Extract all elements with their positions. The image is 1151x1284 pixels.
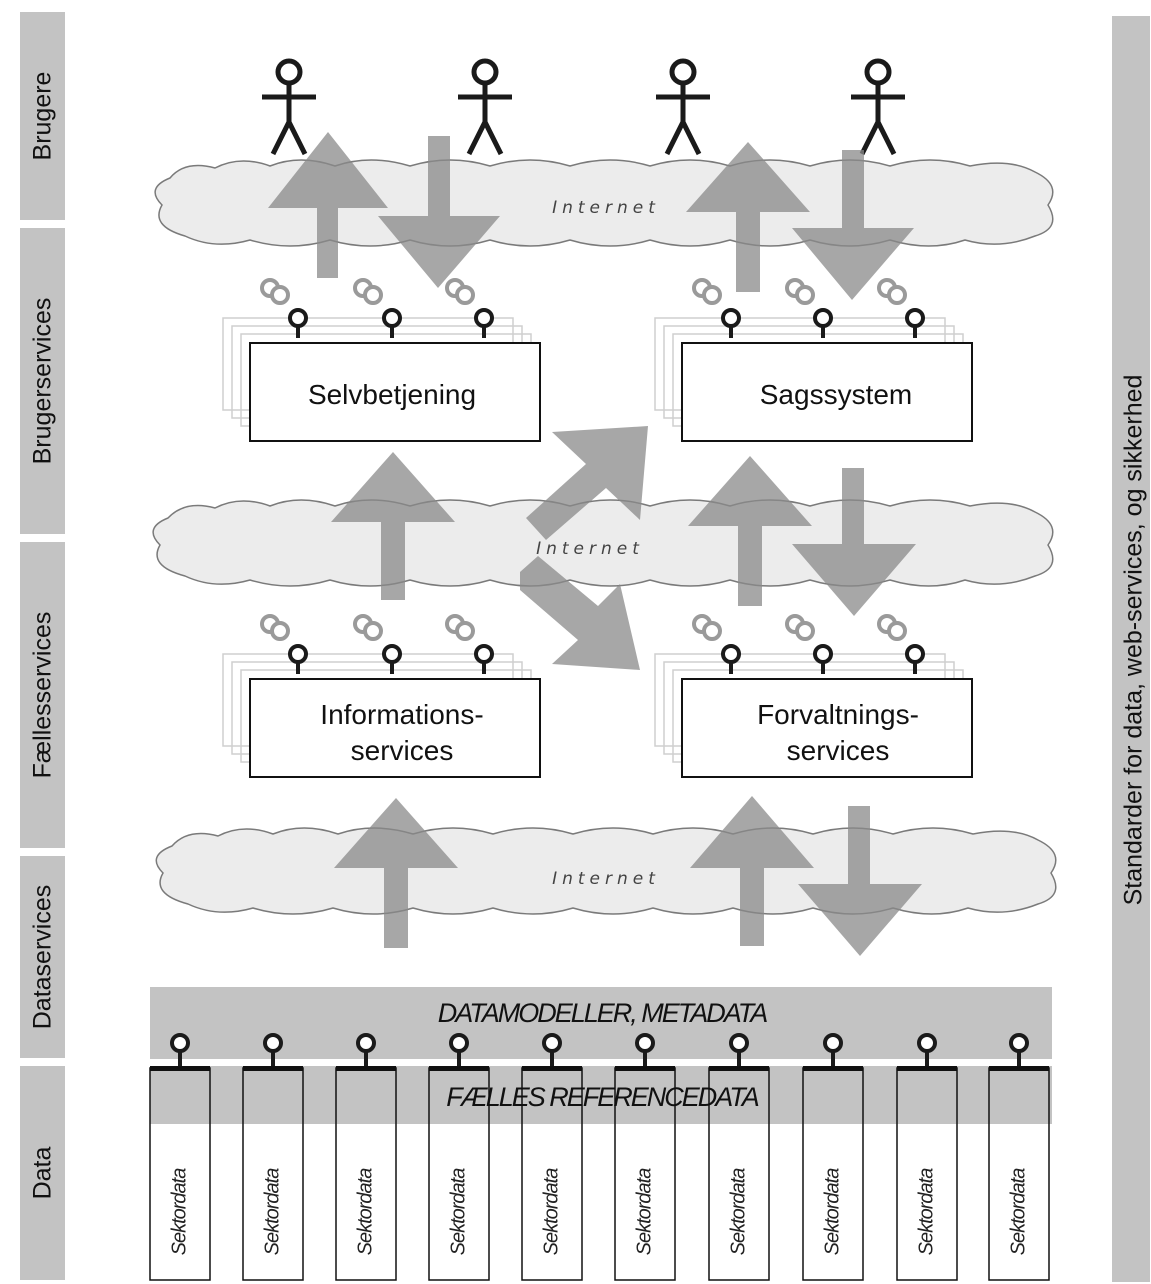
sector-box bbox=[988, 1067, 1050, 1281]
layer-band-data: Data bbox=[20, 1066, 65, 1280]
sector-column: Sektordata bbox=[335, 1033, 397, 1281]
arrow-up bbox=[331, 452, 455, 600]
user-icon bbox=[458, 61, 512, 154]
metadata-band bbox=[150, 987, 1052, 1059]
internet-cloud-bottom: Internet bbox=[155, 827, 1057, 915]
component-sagssystem: Sagssystem bbox=[654, 278, 973, 442]
layer-band-faellesservices: Fællesservices bbox=[20, 542, 65, 848]
sector-label: Sektordata bbox=[1007, 1168, 1029, 1256]
arrow-up bbox=[686, 142, 810, 292]
cloud-label: Internet bbox=[536, 539, 644, 559]
sector-label: Sektordata bbox=[261, 1168, 283, 1256]
sector-label: Sektordata bbox=[447, 1168, 469, 1256]
sector-column: Sektordata bbox=[708, 1033, 770, 1281]
sector-box bbox=[896, 1067, 958, 1281]
sector-connector-icon bbox=[729, 1033, 749, 1068]
sector-box bbox=[521, 1067, 583, 1281]
component-selvbetjening: Selvbetjening bbox=[222, 278, 541, 442]
sector-label: Sektordata bbox=[915, 1168, 937, 1256]
component-forvaltningsservices: Forvaltnings- services bbox=[654, 614, 973, 778]
sector-column: Sektordata bbox=[521, 1033, 583, 1281]
sector-box bbox=[802, 1067, 864, 1281]
internet-cloud-top: Internet bbox=[154, 159, 1054, 247]
sector-column: Sektordata bbox=[802, 1033, 864, 1281]
cloud-label: Internet bbox=[552, 198, 660, 218]
sector-column: Sektordata bbox=[149, 1033, 211, 1281]
internet-cloud-middle: Internet bbox=[152, 499, 1054, 587]
reference-band-label: FÆLLES REFERENCEDATA bbox=[446, 1082, 759, 1112]
sector-connector-icon bbox=[635, 1033, 655, 1068]
component-label: Sagssystem bbox=[760, 379, 913, 410]
arrow-diagonal-down-right bbox=[520, 556, 640, 670]
sector-column: Sektordata bbox=[614, 1033, 676, 1281]
arrow-down bbox=[792, 150, 914, 300]
arrow-down bbox=[378, 136, 500, 288]
component-label: services bbox=[787, 735, 890, 766]
sector-column: Sektordata bbox=[242, 1033, 304, 1281]
arrow-down bbox=[792, 468, 916, 616]
standards-band bbox=[1112, 16, 1150, 1282]
arrow-up bbox=[334, 798, 458, 948]
sector-column: Sektordata bbox=[428, 1033, 490, 1281]
arrow-up bbox=[690, 796, 814, 946]
sector-columns: Sektordata Sektordata Sektordata Sektordata… bbox=[149, 1033, 1050, 1281]
sector-column: Sektordata bbox=[896, 1033, 958, 1281]
layer-band-brugerservices: Brugerservices bbox=[20, 228, 65, 534]
sector-label: Sektordata bbox=[821, 1168, 843, 1256]
sector-connector-icon bbox=[263, 1033, 283, 1068]
sector-connector-icon bbox=[542, 1033, 562, 1068]
sector-box bbox=[428, 1067, 490, 1281]
sector-column: Sektordata bbox=[988, 1033, 1050, 1281]
sector-label: Sektordata bbox=[540, 1168, 562, 1256]
component-label: Informations- bbox=[320, 699, 483, 730]
arrow-down bbox=[798, 806, 922, 956]
layer-band-dataservices: Dataservices bbox=[20, 856, 65, 1058]
component-label: services bbox=[351, 735, 454, 766]
sector-label: Sektordata bbox=[168, 1168, 190, 1256]
sector-connector-icon bbox=[356, 1033, 376, 1068]
sector-connector-icon bbox=[1009, 1033, 1029, 1068]
layer-band-brugere: Brugere bbox=[20, 12, 65, 220]
component-informationsservices: Informations- services bbox=[222, 614, 541, 778]
sector-box bbox=[708, 1067, 770, 1281]
sector-box bbox=[335, 1067, 397, 1281]
user-icon bbox=[851, 61, 905, 154]
reference-band bbox=[150, 1066, 1052, 1124]
user-icon bbox=[262, 61, 316, 154]
arrow-up bbox=[688, 456, 812, 606]
metadata-band-label: DATAMODELLER, METADATA bbox=[438, 998, 768, 1028]
cloud-label: Internet bbox=[552, 869, 660, 889]
component-label: Selvbetjening bbox=[308, 379, 476, 410]
user-icon bbox=[656, 61, 710, 154]
sector-label: Sektordata bbox=[727, 1168, 749, 1256]
sector-connector-icon bbox=[449, 1033, 469, 1068]
sector-box bbox=[149, 1067, 211, 1281]
sector-connector-icon bbox=[170, 1033, 190, 1068]
sector-label: Sektordata bbox=[633, 1168, 655, 1256]
arrow-diagonal-up-right bbox=[526, 426, 648, 540]
sector-box bbox=[242, 1067, 304, 1281]
sector-connector-icon bbox=[823, 1033, 843, 1068]
sector-box bbox=[614, 1067, 676, 1281]
component-label: Forvaltnings- bbox=[757, 699, 919, 730]
arrow-up bbox=[268, 132, 388, 278]
sector-connector-icon bbox=[917, 1033, 937, 1068]
sector-label: Sektordata bbox=[354, 1168, 376, 1256]
